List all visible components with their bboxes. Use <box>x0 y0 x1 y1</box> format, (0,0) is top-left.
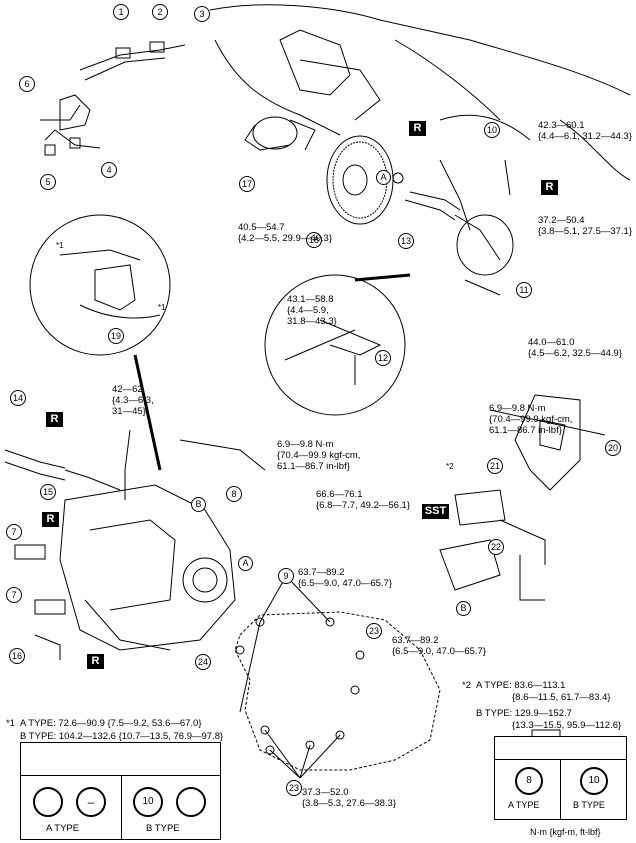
sst-mark: SST <box>422 504 449 519</box>
cover-bolt-holes <box>235 617 365 755</box>
torque-20b: 6.9—9.8 N·m{70.4—99.9 kgf-cm,61.1—86.7 i… <box>489 403 573 436</box>
torque-11: 37.2—50.4{3.8—5.1, 27.5—37.1} <box>538 215 633 237</box>
hoses <box>4 449 121 660</box>
callout-23b: 23 <box>286 780 302 796</box>
ref-label-a: A <box>376 170 391 185</box>
flywheel <box>326 135 404 225</box>
replace-mark: R <box>42 512 59 527</box>
callout-11: 11 <box>516 282 532 298</box>
star2-mark: *2 <box>446 462 454 471</box>
callout-12: 12 <box>375 350 391 366</box>
torque-10: 42.3—60.1{4.4—6.1, 31.2—44.3} <box>538 120 633 142</box>
torque-9: 63.7—89.2{6.5—9.0, 47.0—65.7} <box>298 567 393 589</box>
torque-23b: 37.3—52.0{3.8—5.3, 27.6—38.3} <box>302 787 397 809</box>
bolt-head-icon <box>33 787 63 817</box>
callout-6: 6 <box>19 76 35 92</box>
cover-outline <box>234 611 441 771</box>
callout-21: 21 <box>487 458 503 474</box>
note2-a1: A TYPE: 83.6—113.1 <box>476 680 566 691</box>
bolt-head-8-icon: 8 <box>515 767 543 795</box>
units-label: N·m {kgf-m, ft-lbf} <box>530 827 601 837</box>
detail-circle-1 <box>29 214 171 356</box>
callout-17: 17 <box>239 176 255 192</box>
bolt-head-10-icon: 10 <box>133 787 163 817</box>
callout-10: 10 <box>484 122 500 138</box>
replace-mark: R <box>541 180 558 195</box>
note2-mark: *2 <box>462 680 471 691</box>
note2-a2: {8.6—11.5, 61.7—83.4} <box>512 692 611 703</box>
note2-b1: B TYPE: 129.9—152.7 <box>476 708 572 719</box>
wiring-harness <box>40 41 186 156</box>
torque-14: 42—62{4.3—6.3,31—45} <box>112 384 154 417</box>
callout-1: 1 <box>113 4 129 20</box>
callout-2: 2 <box>152 4 168 20</box>
transaxle <box>59 429 266 651</box>
torque-12: 43.1—58.8{4.4—5.9,31.8—43.3} <box>287 294 337 327</box>
note1-a: A TYPE: 72.6—90.9 {7.5—9.2, 53.6—67.0} <box>20 718 202 729</box>
torque-23a: 63.7—89.2{6.5—9.0, 47.0—65.7} <box>392 635 487 657</box>
star1-mark: *1 <box>56 241 64 250</box>
ref-label-b: B <box>191 497 206 512</box>
callout-24: 24 <box>195 654 211 670</box>
callout-22: 22 <box>488 539 504 555</box>
torque-21: 66.6—76.1{6.8—7.7, 49.2—56.1} <box>316 489 411 511</box>
note1-b: B TYPE: 104.2—132.6 {10.7—13.5, 76.9—97.… <box>20 731 224 742</box>
a-type-label: A TYPE <box>508 800 540 810</box>
callout-18: 18 <box>306 232 322 248</box>
engine-mount <box>439 489 546 601</box>
replace-mark: R <box>46 412 63 427</box>
replace-mark: R <box>87 654 104 669</box>
callout-20: 20 <box>605 440 621 456</box>
engine-outline <box>209 4 631 181</box>
callout-13: 13 <box>398 233 414 249</box>
bolt-head-mark-icon <box>176 787 206 817</box>
starter-motor <box>244 116 316 151</box>
replace-mark: R <box>409 121 426 136</box>
mount-bracket <box>489 394 606 491</box>
torque-20: 44.0—61.0{4.5—6.2, 32.5—44.9} <box>528 337 623 359</box>
note1-mark: *1 <box>6 718 15 729</box>
callout-14: 14 <box>10 390 26 406</box>
bolt-head-dash-icon: – <box>76 787 106 817</box>
callout-16: 16 <box>9 648 25 664</box>
note2-b2: {13.3—15.5, 95.9—112.6} <box>512 720 622 731</box>
bolt-head-legend-1: – 10 A TYPE B TYPE <box>20 742 221 840</box>
callout-7b: 7 <box>6 587 22 603</box>
torque-17: 40.5—54.7{4.2—5.5, 29.9—40.3} <box>238 222 333 244</box>
b-type-label: B TYPE <box>573 800 605 810</box>
bolt-head-10-icon: 10 <box>580 767 608 795</box>
detail-circle-2 <box>264 274 406 416</box>
torque-8: 6.9—9.8 N·m{70.4—99.9 kgf-cm,61.1—86.7 i… <box>277 439 361 472</box>
callout-19: 19 <box>108 328 124 344</box>
callout-15: 15 <box>40 484 56 500</box>
callout-23a: 23 <box>366 623 382 639</box>
b-type-label: B TYPE <box>146 823 180 834</box>
ref-label-a: A <box>238 556 253 571</box>
callout-7a: 7 <box>6 524 22 540</box>
driveshaft <box>404 159 514 296</box>
callout-3: 3 <box>194 6 210 22</box>
callout-9: 9 <box>278 568 294 584</box>
ref-label-b: B <box>456 601 471 616</box>
bolt-head-legend-2: 8 10 A TYPE B TYPE <box>494 736 627 820</box>
callout-4: 4 <box>101 162 117 178</box>
callout-5: 5 <box>40 174 56 190</box>
star1-mark: *1 <box>158 303 166 312</box>
a-type-label: A TYPE <box>46 823 80 834</box>
callout-8: 8 <box>226 486 242 502</box>
